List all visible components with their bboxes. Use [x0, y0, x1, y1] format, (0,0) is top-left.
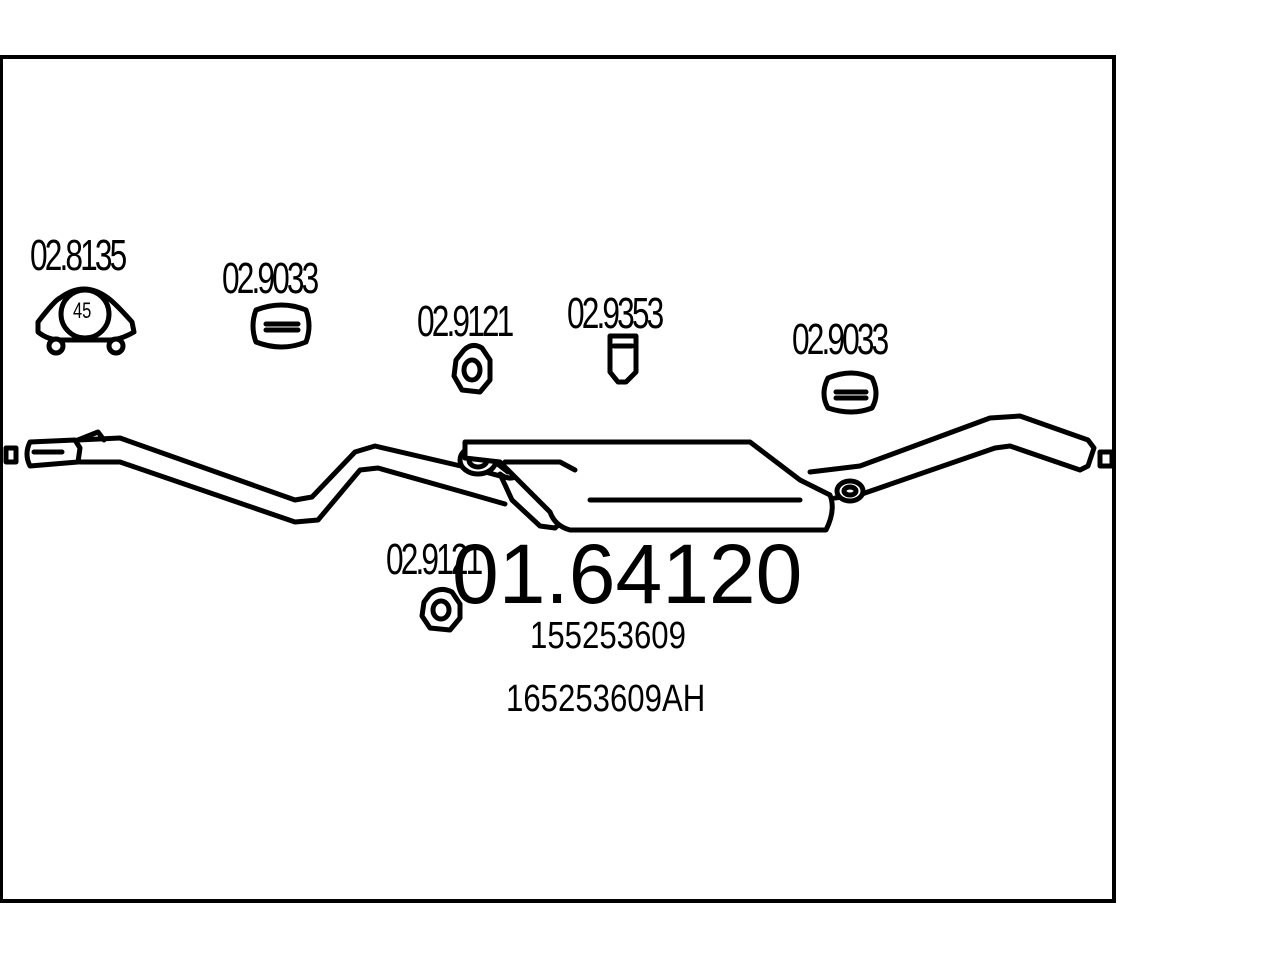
part-label: 02.9033	[222, 254, 319, 303]
clamp-icon	[35, 286, 137, 356]
part-label: 02.8135	[30, 231, 127, 280]
diagram-frame	[0, 55, 1116, 903]
front-pipe	[75, 435, 518, 525]
oem-number: 165253609AH	[506, 678, 706, 720]
rubber-ring-icon	[451, 342, 493, 395]
rubber-ring-icon	[419, 586, 463, 633]
rubber-hanger-icon	[250, 302, 312, 350]
right-connector-tab	[1097, 449, 1115, 469]
part-label: 02.9121	[417, 297, 514, 346]
part-label: 02.9353	[567, 289, 664, 338]
left-connector-tab	[3, 445, 19, 465]
rubber-hanger-icon	[821, 370, 879, 415]
part-label: 02.9121	[386, 535, 483, 584]
mounting-bracket-icon	[607, 333, 639, 385]
main-part-number: 01.64120	[452, 527, 803, 621]
muffler-body	[462, 439, 835, 533]
part-label: 02.9033	[792, 315, 889, 364]
clamp-badge: 45	[73, 298, 92, 323]
oem-number: 155253609	[530, 615, 686, 657]
rear-pipe	[807, 413, 1097, 501]
rear-joint	[834, 478, 866, 504]
